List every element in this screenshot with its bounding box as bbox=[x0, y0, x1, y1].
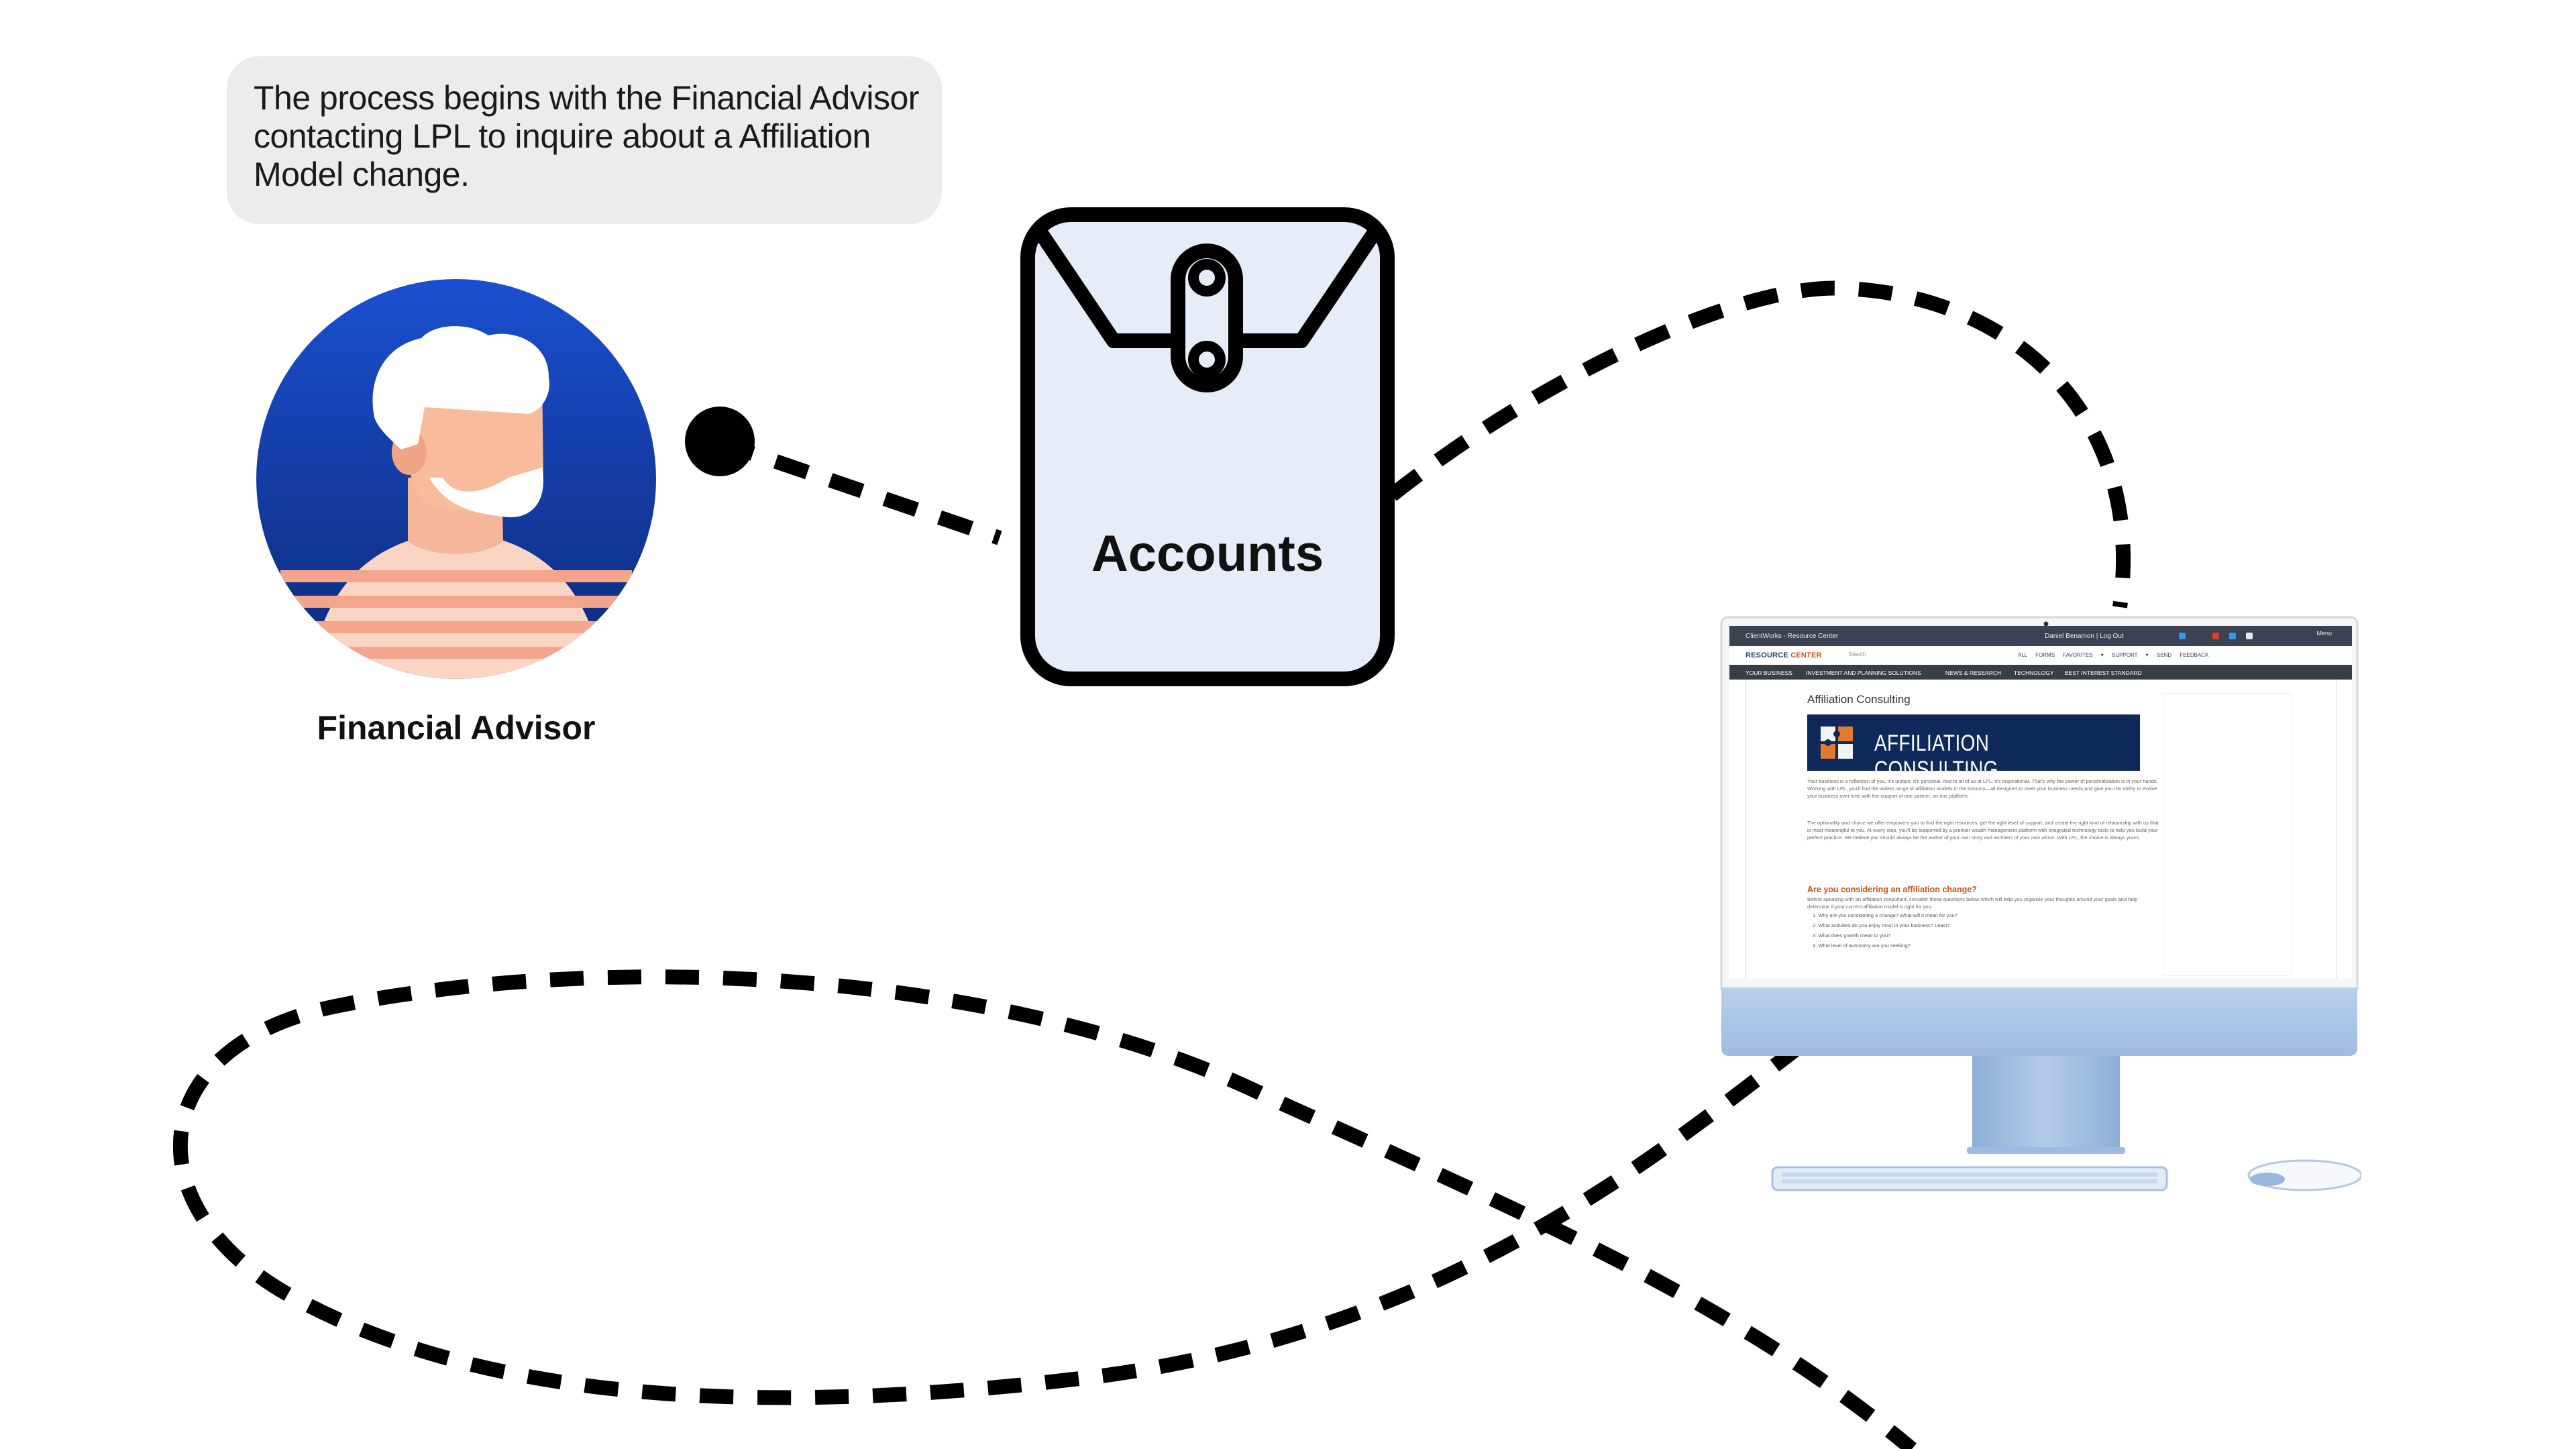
speech-bubble bbox=[227, 56, 942, 224]
bubble-text: The process begins with the Financial Ad… bbox=[254, 79, 919, 193]
nav-item-best-interest[interactable]: BEST INTEREST STANDARD bbox=[2065, 669, 2142, 676]
banner-text: AFFILIATION CONSULTING bbox=[1874, 731, 1998, 782]
main-nav: YOUR BUSINESS INVESTMENT AND PLANNING SO… bbox=[1729, 665, 2352, 680]
nav-item-your-business[interactable]: YOUR BUSINESS bbox=[1746, 669, 1792, 676]
app-title-bar: ClientWorks - Resource Center Daniel Ben… bbox=[1729, 626, 2352, 646]
list-item: 3. What does growth mean to you? bbox=[1813, 932, 1891, 938]
help-icon[interactable] bbox=[2246, 633, 2253, 639]
nav-item-technology[interactable]: TECHNOLOGY bbox=[2014, 669, 2054, 676]
list-item: 4. What level of autonomy are you seekin… bbox=[1813, 943, 1911, 949]
question-list: 1. Why are you considering a change? Wha… bbox=[1813, 910, 1957, 951]
notification-icon[interactable] bbox=[2229, 633, 2236, 639]
document-envelope-icon bbox=[1020, 207, 1395, 686]
nav-item-investment[interactable]: INVESTMENT AND PLANNING SOLUTIONS bbox=[1806, 669, 1921, 676]
intro-paragraph-2: The optionality and choice we offer empo… bbox=[1807, 820, 2159, 841]
advisor-label: Financial Advisor bbox=[317, 709, 596, 747]
alert-icon[interactable] bbox=[2212, 633, 2219, 639]
header-links[interactable]: ALL FORMS FAVORITES ▾ SUPPORT ▾ SEND FEE… bbox=[2018, 652, 2209, 658]
question-heading: Are you considering an affiliation chang… bbox=[1807, 885, 1977, 894]
sidebar-panel bbox=[2163, 693, 2292, 976]
page-title: Affiliation Consulting bbox=[1807, 693, 1911, 706]
menu-button[interactable]: Menu bbox=[2316, 630, 2332, 637]
start-dot-icon bbox=[685, 407, 755, 476]
header-bar: RESOURCE CENTER Search ALL FORMS FAVORIT… bbox=[1729, 646, 2352, 665]
question-intro: Before speaking with an affiliation cons… bbox=[1807, 896, 2138, 910]
list-item: 1. Why are you considering a change? Wha… bbox=[1813, 912, 1957, 918]
path-segment-start bbox=[718, 435, 1002, 545]
nav-item-news[interactable]: NEWS & RESEARCH bbox=[1945, 669, 2002, 676]
list-item: 2. What activities do you enjoy most in … bbox=[1813, 922, 1950, 928]
resource-center-logo[interactable]: RESOURCE CENTER bbox=[1746, 651, 1822, 659]
window-title: ClientWorks - Resource Center bbox=[1746, 633, 1839, 640]
intro-paragraph-1: Your business is a reflection of you. It… bbox=[1807, 778, 2158, 799]
puzzle-icon bbox=[1821, 727, 1853, 759]
page-content: Affiliation Consulting AFFILIATION CONSU… bbox=[1746, 680, 2349, 979]
search-input[interactable]: Search bbox=[1849, 651, 1866, 657]
chat-icon[interactable] bbox=[2179, 633, 2186, 639]
path-segment-envelope-to-screen bbox=[1387, 280, 2131, 608]
person-avatar-icon bbox=[256, 279, 656, 679]
user-menu[interactable]: Daniel Benamon | Log Out bbox=[2045, 633, 2124, 640]
affiliation-banner: AFFILIATION CONSULTING bbox=[1807, 714, 2140, 782]
monitor-screen: ClientWorks - Resource Center Daniel Ben… bbox=[1729, 626, 2352, 979]
search-icon[interactable] bbox=[2196, 633, 2202, 639]
envelope-label: Accounts bbox=[1091, 525, 1324, 582]
path-segment-loop bbox=[172, 969, 1917, 1449]
